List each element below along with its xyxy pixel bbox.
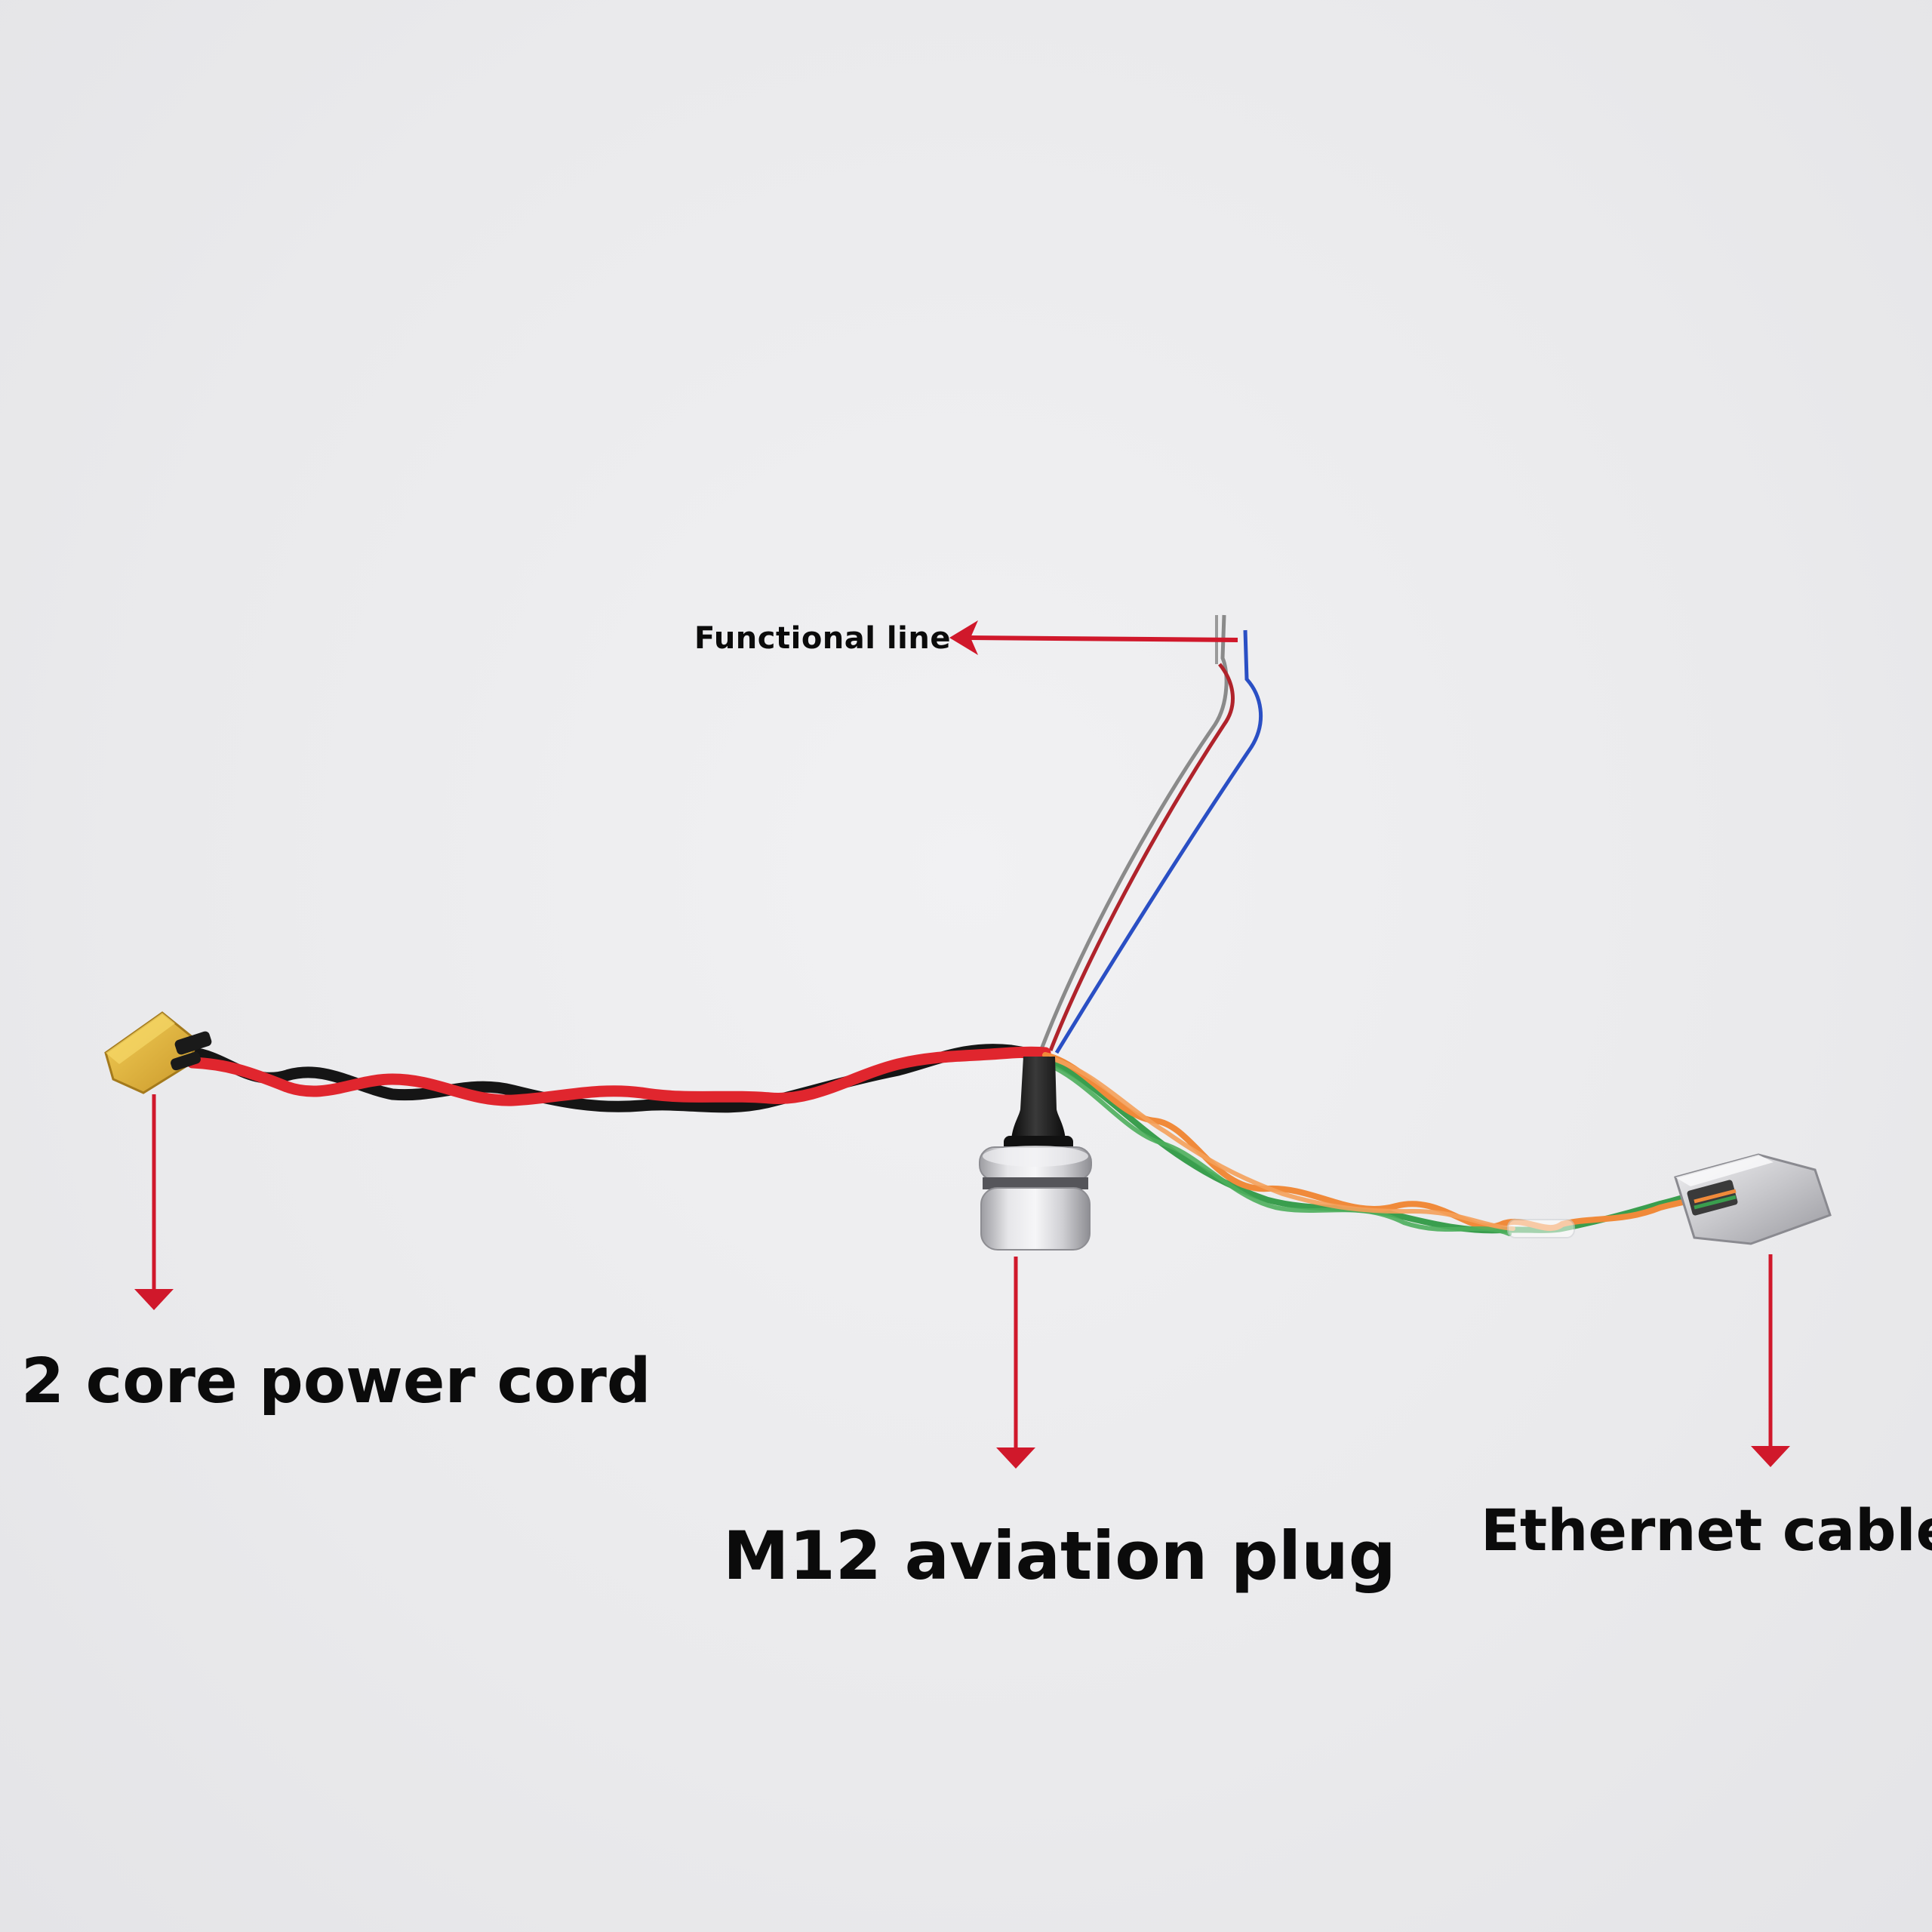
arrow-power-head (134, 1289, 174, 1310)
xt60-connector-icon (104, 1011, 212, 1094)
ethernet-wire-orange (1042, 1052, 1716, 1231)
aviation-plug-label: M12 aviation plug (723, 1517, 1396, 1595)
ethernet-cable-label: Ethernet cable (1481, 1497, 1932, 1564)
power-wire-red (186, 1046, 1051, 1106)
arrow-m12-head (996, 1447, 1035, 1469)
power-cord-twisted (186, 1044, 1051, 1113)
arrow-functional-head (949, 620, 978, 655)
ethernet-wire-orange-2 (1048, 1056, 1515, 1231)
arrow-ethernet-head (1751, 1446, 1790, 1467)
ethernet-wire-green (1042, 1057, 1716, 1234)
ethernet-cable-twisted (1042, 1052, 1716, 1238)
functional-wires (1039, 614, 1263, 1054)
ethernet-wire-green-2 (1048, 1063, 1512, 1236)
functional-wire-red (1048, 663, 1235, 1051)
power-cord-label: 2 core power cord (21, 1346, 651, 1417)
rj45-jack-icon (1674, 1153, 1832, 1245)
arrow-functional-line (969, 635, 1238, 642)
functional-wire-gray (1039, 614, 1229, 1050)
pointer-arrows (134, 620, 1790, 1469)
m12-plug-icon (979, 1057, 1092, 1251)
functional-line-label: Functional line (694, 621, 951, 656)
functional-wire-blue (1054, 629, 1263, 1054)
